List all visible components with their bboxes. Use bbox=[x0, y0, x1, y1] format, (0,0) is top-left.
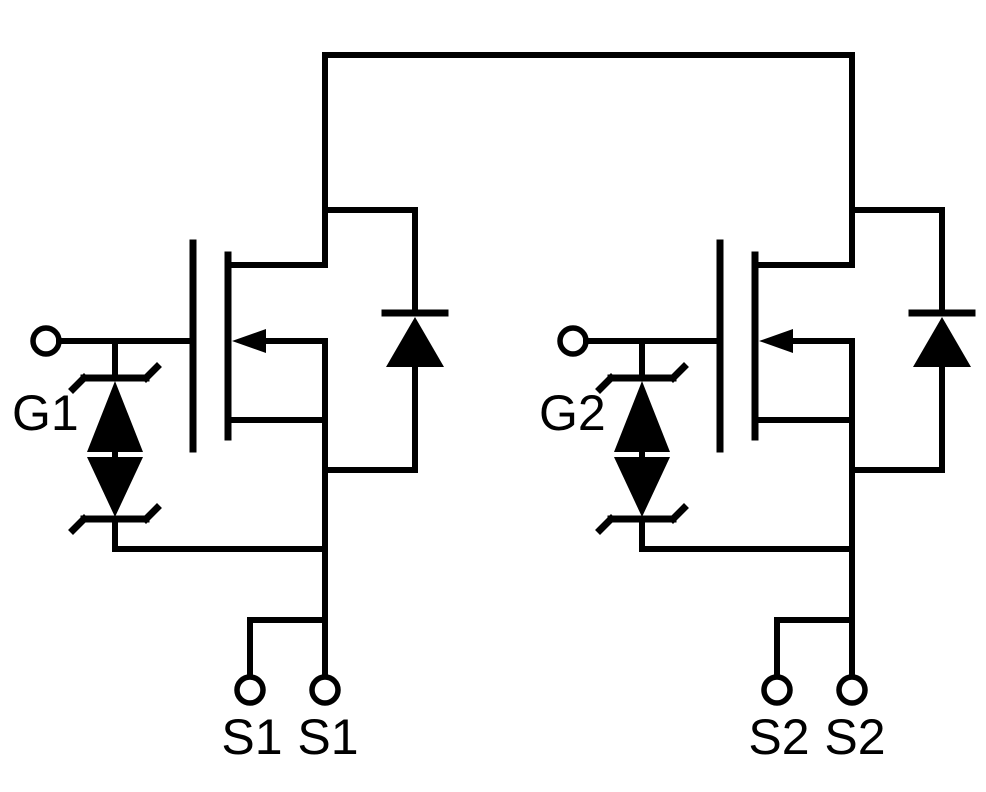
body-diode-icon bbox=[386, 317, 444, 367]
gate-esd-zener-pair-q1 bbox=[68, 338, 328, 552]
label-g2: G2 bbox=[539, 385, 606, 441]
label-s2-a: S2 bbox=[748, 709, 809, 765]
s1-pin-a-circle bbox=[234, 674, 266, 706]
body-diode-top-wire bbox=[322, 207, 418, 316]
mosfet-symbol-q2 bbox=[716, 239, 855, 453]
label-s2-b: S2 bbox=[824, 709, 885, 765]
mosfet-cell-q1: G1 S1 S1 bbox=[12, 52, 449, 765]
body-arrow-icon bbox=[232, 329, 266, 353]
body-diode-q2 bbox=[849, 207, 976, 473]
zener-diode-down-icon bbox=[614, 457, 670, 517]
s1-pin-b-circle bbox=[309, 674, 341, 706]
g2-terminal-circle bbox=[557, 325, 589, 357]
mosfet-symbol-q1 bbox=[189, 239, 328, 453]
g1-terminal-circle bbox=[30, 325, 62, 357]
zener-diode-up-icon bbox=[614, 381, 670, 452]
zener-diode-up-icon bbox=[87, 381, 143, 452]
label-s1-b: S1 bbox=[297, 709, 358, 765]
label-s1-a: S1 bbox=[221, 709, 282, 765]
body-diode-bottom-wire bbox=[322, 364, 418, 473]
zener-diode-down-icon bbox=[87, 457, 143, 517]
source-pin-branch bbox=[774, 617, 855, 680]
label-g1: G1 bbox=[12, 385, 79, 441]
s2-pin-a-circle bbox=[761, 674, 793, 706]
body-diode-q1 bbox=[322, 207, 449, 473]
source-pin-branch bbox=[247, 617, 328, 680]
body-diode-top-wire bbox=[849, 207, 945, 316]
body-diode-bottom-wire bbox=[849, 364, 945, 473]
gate-esd-zener-pair-q2 bbox=[595, 338, 855, 552]
zener-cathode-bar-top bbox=[595, 362, 689, 394]
body-arrow-icon bbox=[759, 329, 793, 353]
zener-cathode-bar-top bbox=[68, 362, 162, 394]
body-diode-icon bbox=[913, 317, 971, 367]
mosfet-cell-q2: G2 S2 S2 bbox=[539, 52, 976, 765]
s2-pin-b-circle bbox=[836, 674, 868, 706]
